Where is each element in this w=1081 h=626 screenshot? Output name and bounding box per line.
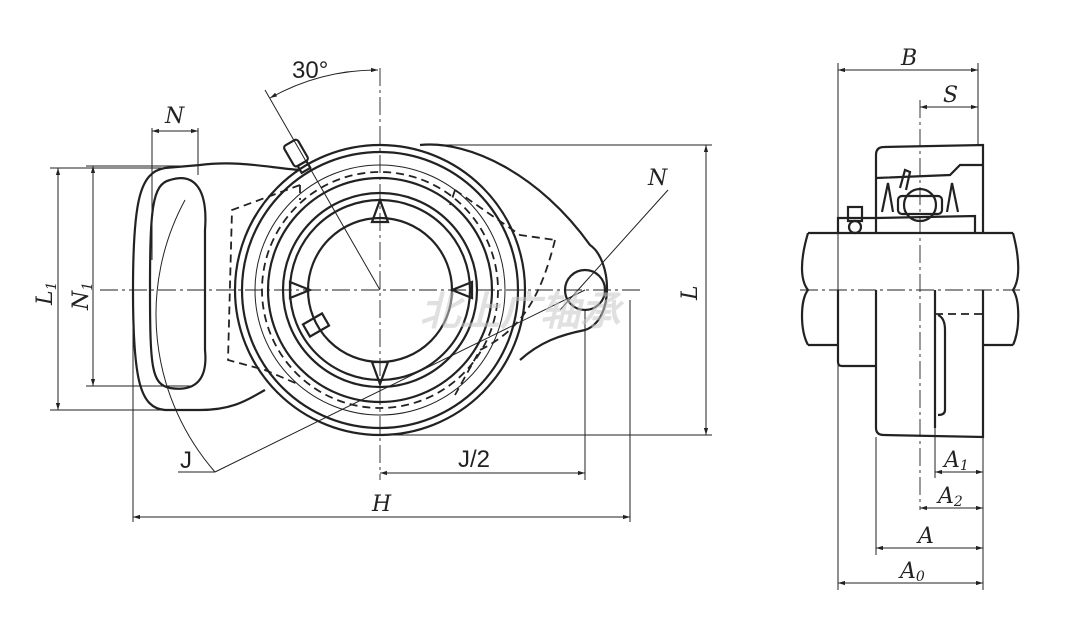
shaft	[800, 231, 1020, 347]
inner-ring-side	[933, 290, 947, 428]
label-B: B	[900, 46, 917, 71]
housing-outline	[131, 143, 609, 412]
angle-label: 30°	[292, 57, 328, 84]
housing-inner-step	[875, 163, 983, 180]
label-A1: A1	[942, 448, 969, 474]
bolt-circle-arc	[155, 199, 216, 473]
label-A0: A0	[898, 559, 925, 585]
label-L1: L1	[33, 281, 60, 306]
front-view: 30° N N L1 N1 L J J/2 H	[33, 57, 712, 522]
angle-line	[264, 89, 381, 291]
label-S: S	[943, 83, 958, 108]
lubricator	[898, 168, 912, 191]
watermark: 北上广轴承	[420, 289, 625, 335]
collar-side	[836, 214, 977, 368]
seals	[880, 182, 960, 213]
hidden-outline	[227, 184, 556, 396]
label-A2: A2	[936, 484, 963, 510]
label-L: L	[678, 285, 703, 301]
label-J: J	[180, 447, 192, 474]
label-A: A	[916, 524, 934, 549]
set-screw-ball	[847, 219, 863, 235]
label-N-right: N	[647, 166, 668, 191]
side-view: B S A1 A2 A A0	[800, 46, 1020, 590]
label-N1: N1	[69, 282, 96, 311]
label-J-half: J/2	[458, 446, 490, 473]
label-N-top: N	[164, 104, 185, 129]
angle-arc	[269, 67, 379, 99]
side-housing	[874, 143, 985, 439]
label-H: H	[371, 492, 392, 517]
leader-N-right	[559, 189, 669, 311]
set-screw	[301, 311, 331, 339]
